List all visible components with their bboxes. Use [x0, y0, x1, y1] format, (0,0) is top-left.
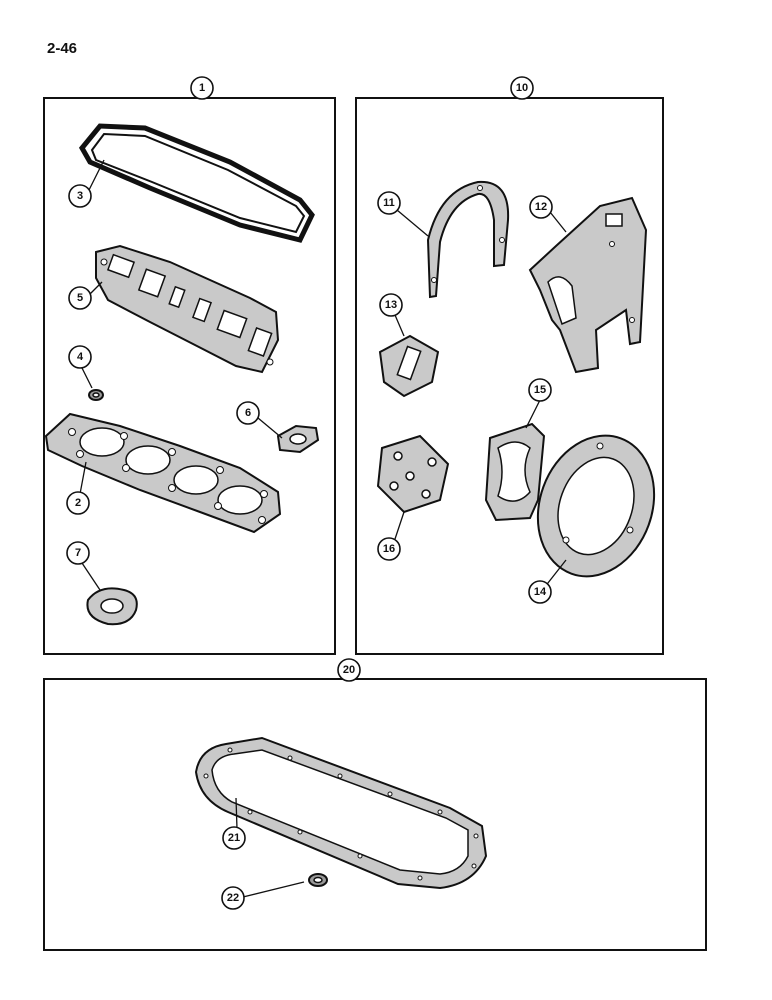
panel-oil-pan-gaskets — [43, 678, 707, 951]
svg-text:3: 3 — [77, 190, 83, 202]
svg-text:14: 14 — [534, 586, 547, 598]
callout-cylinder-head-gasket: 2 — [66, 491, 90, 515]
callout-manifold-gasket: 5 — [68, 286, 92, 310]
svg-text:11: 11 — [383, 197, 395, 209]
svg-text:7: 7 — [75, 547, 81, 559]
small-washer — [88, 389, 104, 401]
svg-text:13: 13 — [385, 299, 397, 311]
svg-text:15: 15 — [534, 384, 546, 396]
ring-gasket — [536, 434, 656, 578]
svg-text:16: 16 — [383, 543, 395, 555]
svg-text:5: 5 — [77, 292, 83, 304]
callout-drain-washer: 22 — [221, 886, 245, 910]
page-number: 2-46 — [47, 40, 78, 57]
front-cover-gasket — [426, 180, 510, 299]
valve-cover-gasket — [78, 123, 315, 243]
callout-valve-cover-gasket: 3 — [68, 184, 92, 208]
svg-text:21: 21 — [228, 832, 240, 844]
panel-label-bottom: 20 — [337, 658, 361, 682]
oil-pan-bolt-holes — [203, 747, 479, 881]
svg-text:1: 1 — [199, 82, 205, 94]
callout-small-flange-gasket: 6 — [236, 401, 260, 425]
manifold-gasket — [95, 244, 280, 374]
drain-washer — [308, 873, 328, 887]
svg-text:20: 20 — [343, 664, 355, 676]
callout-ring-gasket: 14 — [528, 580, 552, 604]
callout-oil-pan-gasket: 21 — [222, 826, 246, 850]
oval-flange-gasket — [86, 587, 138, 626]
callout-pump-gasket: 15 — [528, 378, 552, 402]
svg-text:12: 12 — [535, 201, 547, 213]
callout-square-plate-gasket: 16 — [377, 537, 401, 561]
svg-text:22: 22 — [227, 892, 239, 904]
pump-gasket — [484, 422, 546, 522]
callout-front-cover-gasket: 11 — [377, 191, 401, 215]
panel-label-left: 1 — [190, 76, 214, 100]
rear-plate-gasket — [528, 196, 648, 374]
callout-rear-plate-gasket: 12 — [529, 195, 553, 219]
small-plate-gasket — [378, 334, 440, 398]
svg-text:6: 6 — [245, 407, 251, 419]
small-flange-gasket — [276, 424, 320, 454]
callout-oval-flange-gasket: 7 — [66, 541, 90, 565]
square-plate-gasket — [376, 434, 450, 514]
svg-text:10: 10 — [516, 82, 528, 94]
panel-label-right: 10 — [510, 76, 534, 100]
svg-text:2: 2 — [75, 497, 81, 509]
svg-text:4: 4 — [77, 351, 84, 363]
callout-small-plate-gasket: 13 — [379, 293, 403, 317]
panel-front-rear-gaskets — [355, 97, 664, 655]
oil-pan-gasket — [194, 736, 488, 890]
cylinder-head-gasket — [44, 412, 282, 534]
head-bolt-holes — [68, 428, 268, 524]
callout-small-washer: 4 — [68, 345, 92, 369]
panel-engine-gaskets — [43, 97, 336, 655]
